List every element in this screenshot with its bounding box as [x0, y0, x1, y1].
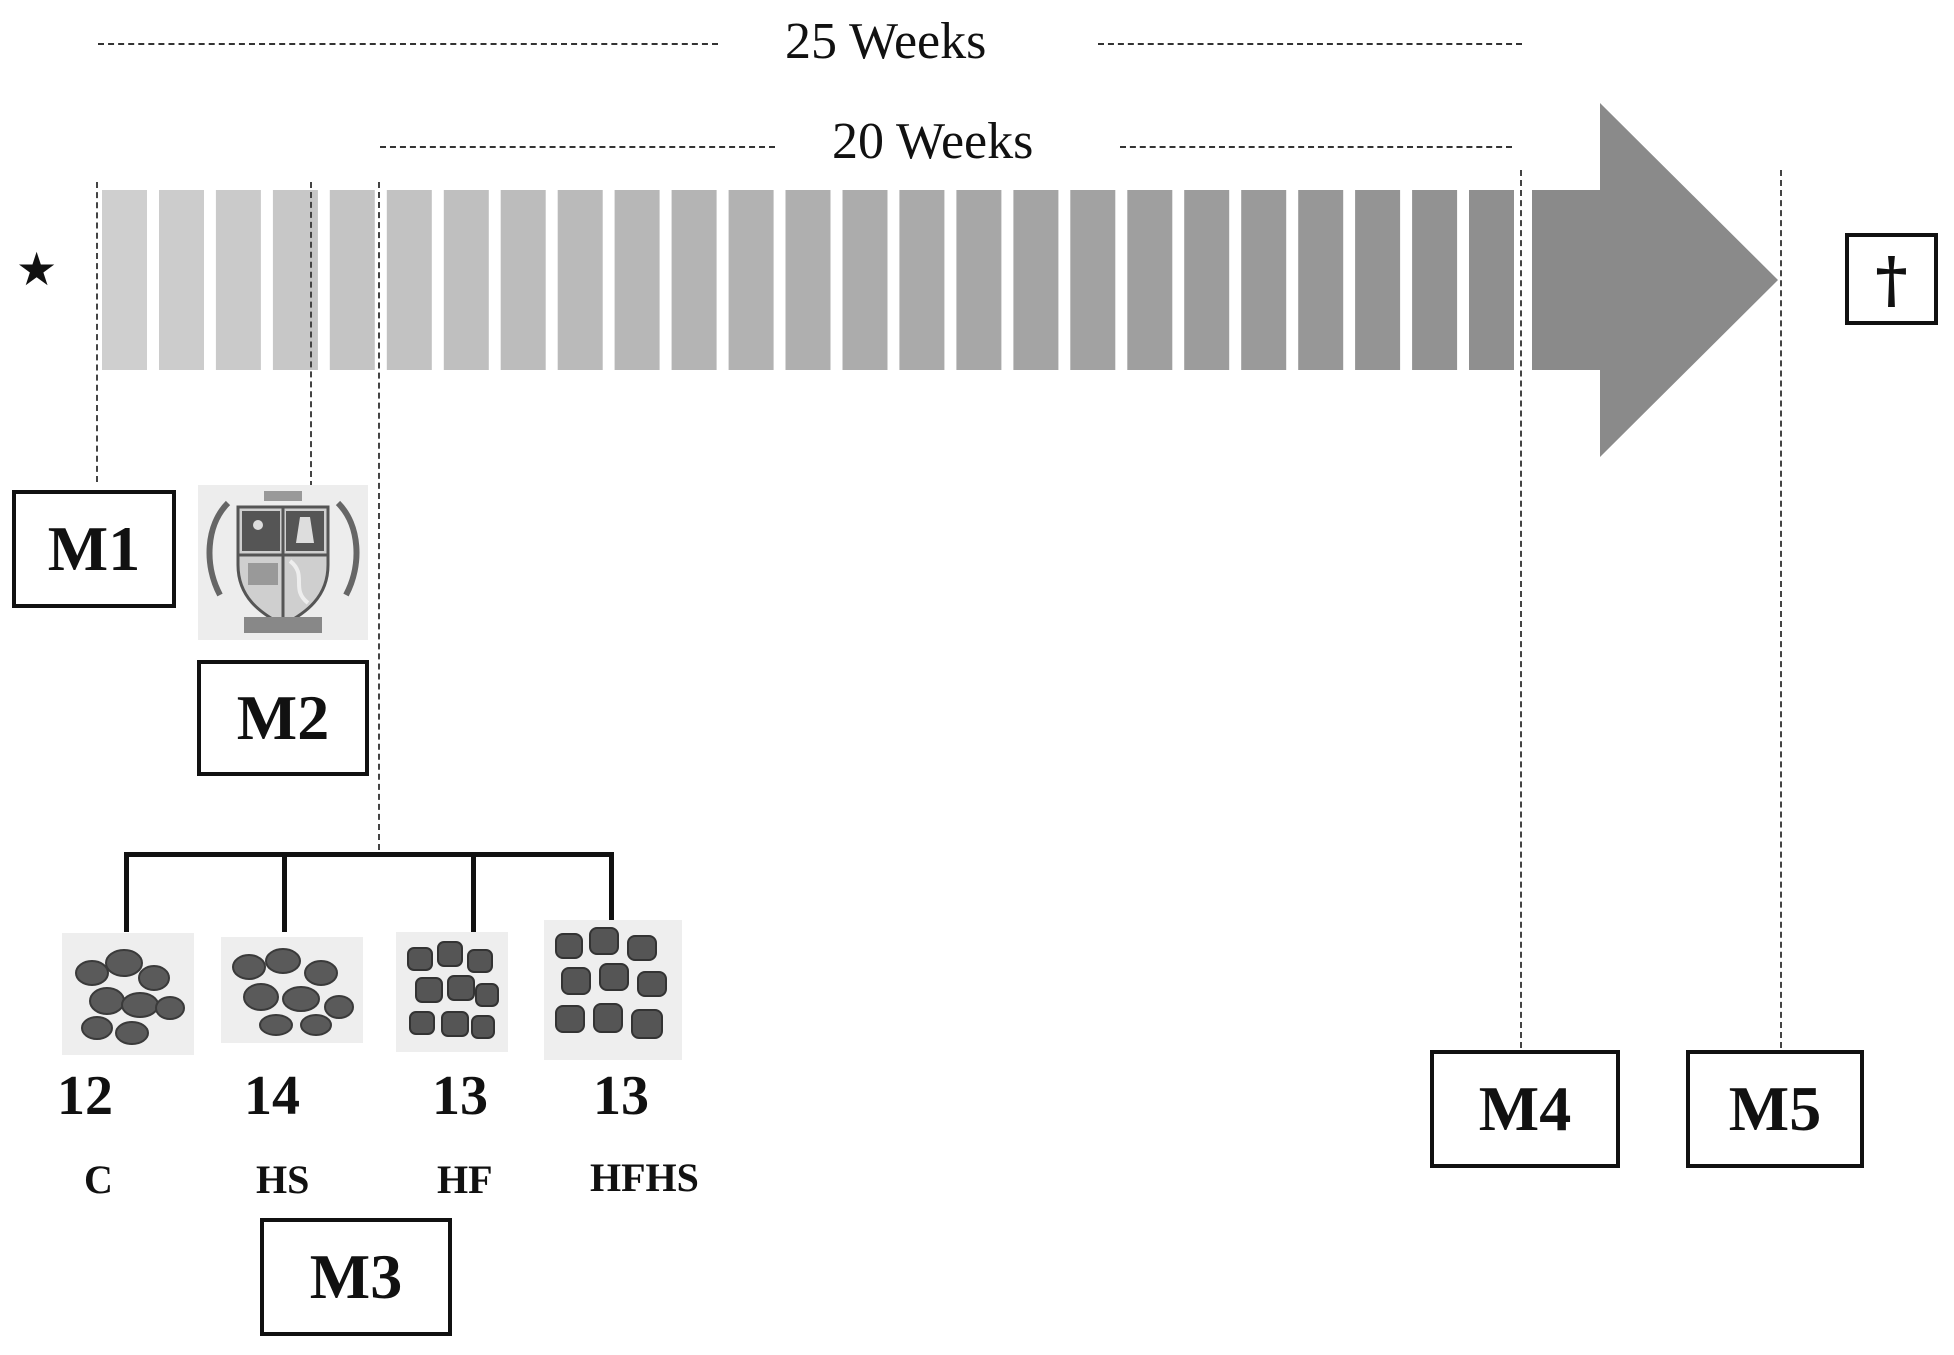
- week-block: [899, 190, 945, 370]
- week-block: [1469, 190, 1514, 370]
- week-block: [102, 190, 147, 370]
- m3-guide-line: [378, 182, 380, 850]
- group-label-hfhs: HFHS: [590, 1155, 699, 1200]
- milestone-m4-label: M4: [1478, 1073, 1572, 1144]
- timeline-arrow: [1532, 103, 1778, 457]
- group-bracket-c: [124, 852, 129, 932]
- food-pellets-image-c: [62, 933, 194, 1055]
- group-bracket-hf: [471, 852, 476, 932]
- group-count-hfhs: 13: [593, 1065, 649, 1127]
- group-count-hs: 14: [244, 1065, 300, 1127]
- milestone-m2-label: M2: [236, 682, 330, 753]
- week-block: [557, 190, 603, 370]
- university-crest-icon: [198, 485, 368, 640]
- week-block: [1412, 190, 1458, 370]
- group-bracket-hs: [282, 852, 287, 932]
- group-bracket-top: [124, 852, 614, 857]
- milestone-m1: M1: [12, 490, 176, 608]
- week-block: [1013, 190, 1059, 370]
- milestone-m3-label: M3: [309, 1241, 403, 1312]
- end-marker-box: †: [1845, 233, 1938, 325]
- week-block: [1241, 190, 1287, 370]
- week-block: [1184, 190, 1230, 370]
- week-block: [1298, 190, 1344, 370]
- week-block: [159, 190, 204, 370]
- week-block: [785, 190, 831, 370]
- week-block: [842, 190, 888, 370]
- top-span-label: 25 Weeks: [785, 13, 987, 70]
- week-block: [386, 190, 432, 370]
- group-count-hf: 13: [432, 1065, 488, 1127]
- food-pellets-image-hfhs: [544, 920, 682, 1060]
- week-block: [1070, 190, 1116, 370]
- milestone-m1-label: M1: [47, 513, 141, 584]
- milestone-m4: M4: [1430, 1050, 1620, 1168]
- group-label-c: C: [84, 1157, 113, 1202]
- inner-span-left-dash: [380, 146, 775, 148]
- m4-guide-line: [1520, 170, 1522, 1048]
- week-block: [671, 190, 717, 370]
- dagger-icon: †: [1875, 242, 1908, 316]
- timeline-bar: [102, 103, 1778, 457]
- star-icon: ★: [16, 242, 58, 296]
- m2-guide-line: [310, 182, 312, 487]
- week-block: [956, 190, 1002, 370]
- group-bracket-hfhs: [609, 852, 614, 932]
- food-pellets-image-hs: [221, 937, 363, 1043]
- top-span-right-dash: [1098, 43, 1522, 45]
- week-block: [500, 190, 546, 370]
- week-blocks: [102, 190, 1514, 370]
- group-label-hf: HF: [437, 1157, 493, 1202]
- week-block: [1355, 190, 1401, 370]
- week-block: [329, 190, 375, 370]
- food-pellets-image-hf: [396, 932, 508, 1052]
- week-block: [443, 190, 489, 370]
- m5-guide-line: [1780, 170, 1782, 1048]
- milestone-m3: M3: [260, 1218, 452, 1336]
- m1-guide-line: [96, 182, 98, 482]
- week-block: [1127, 190, 1173, 370]
- milestone-m5: M5: [1686, 1050, 1864, 1168]
- milestone-m2: M2: [197, 660, 369, 776]
- week-block: [215, 190, 261, 370]
- group-count-c: 12: [57, 1065, 113, 1127]
- week-block: [728, 190, 774, 370]
- top-span-left-dash: [98, 43, 718, 45]
- milestone-m5-label: M5: [1728, 1073, 1822, 1144]
- group-label-hs: HS: [256, 1157, 310, 1202]
- week-block: [614, 190, 660, 370]
- inner-span-label: 20 Weeks: [832, 113, 1034, 170]
- inner-span-right-dash: [1120, 146, 1512, 148]
